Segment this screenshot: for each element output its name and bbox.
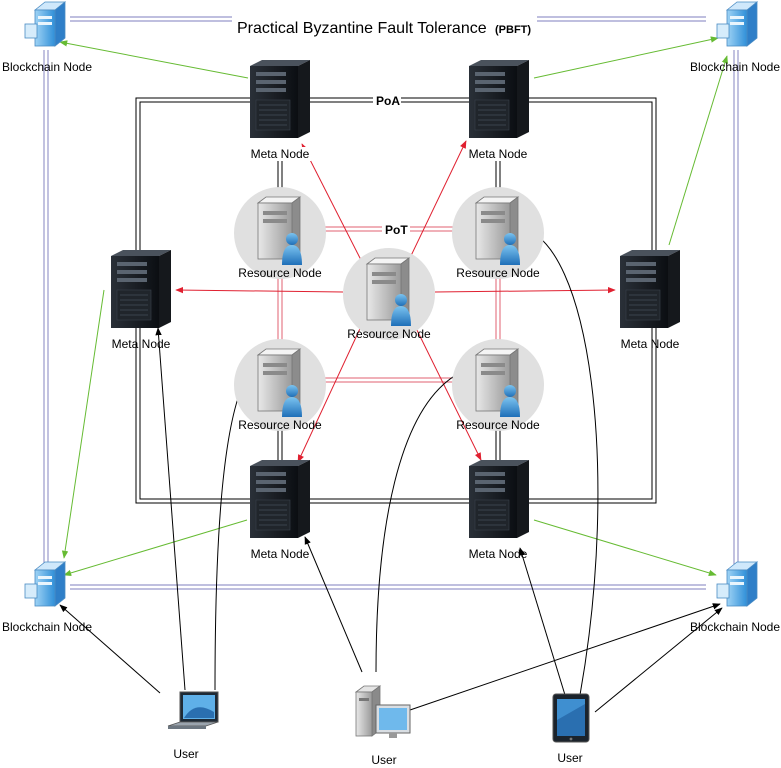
blockchain-node-top-left: Blockchain Node bbox=[2, 1, 92, 74]
tablet-icon bbox=[552, 693, 590, 743]
diagram-title-abbr: (PBFT) bbox=[495, 24, 531, 36]
resource-node-top-left: Resource Node bbox=[233, 186, 327, 280]
poa-label: PoA bbox=[376, 94, 400, 108]
blockchain-node-bottom-left: Blockchain Node bbox=[2, 561, 92, 634]
meta-node-bottom-right: Meta Node bbox=[468, 459, 530, 561]
resource-node-bottom-right: Resource Node bbox=[451, 338, 545, 432]
meta-node-label: Meta Node bbox=[112, 337, 171, 351]
resource-node-label: Resource Node bbox=[456, 266, 540, 280]
user-tablet: User bbox=[552, 693, 590, 765]
meta-node-top-left: Meta Node bbox=[249, 59, 311, 161]
meta-node-label: Meta Node bbox=[251, 547, 310, 561]
resource-node-center: Resource Node bbox=[342, 247, 436, 341]
meta-node-bottom-left: Meta Node bbox=[249, 459, 311, 561]
resource-node-top-right: Resource Node bbox=[451, 186, 545, 280]
blockchain-node-label: Blockchain Node bbox=[2, 620, 92, 634]
blockchain-node-top-right: Blockchain Node bbox=[690, 1, 780, 74]
meta-node-label: Meta Node bbox=[251, 147, 310, 161]
user-label: User bbox=[173, 747, 198, 761]
pot-label: PoT bbox=[385, 223, 408, 237]
blockchain-node-label: Blockchain Node bbox=[690, 620, 780, 634]
blockchain-node-label: Blockchain Node bbox=[2, 60, 92, 74]
resource-node-label: Resource Node bbox=[238, 266, 322, 280]
resource-node-bottom-left: Resource Node bbox=[233, 338, 327, 432]
diagram-title: Practical Byzantine Fault Tolerance bbox=[237, 20, 487, 37]
meta-node-label: Meta Node bbox=[621, 337, 680, 351]
meta-node-label: Meta Node bbox=[469, 547, 528, 561]
laptop-icon bbox=[167, 691, 219, 729]
user-arrows bbox=[59, 226, 723, 713]
meta-node-right: Meta Node bbox=[619, 249, 681, 351]
desktop-computer-icon bbox=[354, 685, 411, 738]
resource-node-label: Resource Node bbox=[456, 418, 540, 432]
pbft-ring bbox=[43, 16, 739, 590]
user-label: User bbox=[557, 751, 582, 765]
blockchain-node-label: Blockchain Node bbox=[690, 60, 780, 74]
meta-node-top-right: Meta Node bbox=[467, 59, 530, 161]
blockchain-node-bottom-right: Blockchain Node bbox=[690, 561, 780, 634]
sync-arrows bbox=[59, 36, 728, 576]
meta-node-left: Meta Node bbox=[110, 249, 172, 351]
resource-node-label: Resource Node bbox=[347, 327, 431, 341]
meta-node-label: Meta Node bbox=[469, 147, 528, 161]
user-desktop: User bbox=[354, 685, 411, 767]
user-laptop: User bbox=[167, 691, 219, 761]
consensus-arrows bbox=[175, 140, 616, 463]
resource-node-label: Resource Node bbox=[238, 418, 322, 432]
user-label: User bbox=[371, 753, 396, 767]
